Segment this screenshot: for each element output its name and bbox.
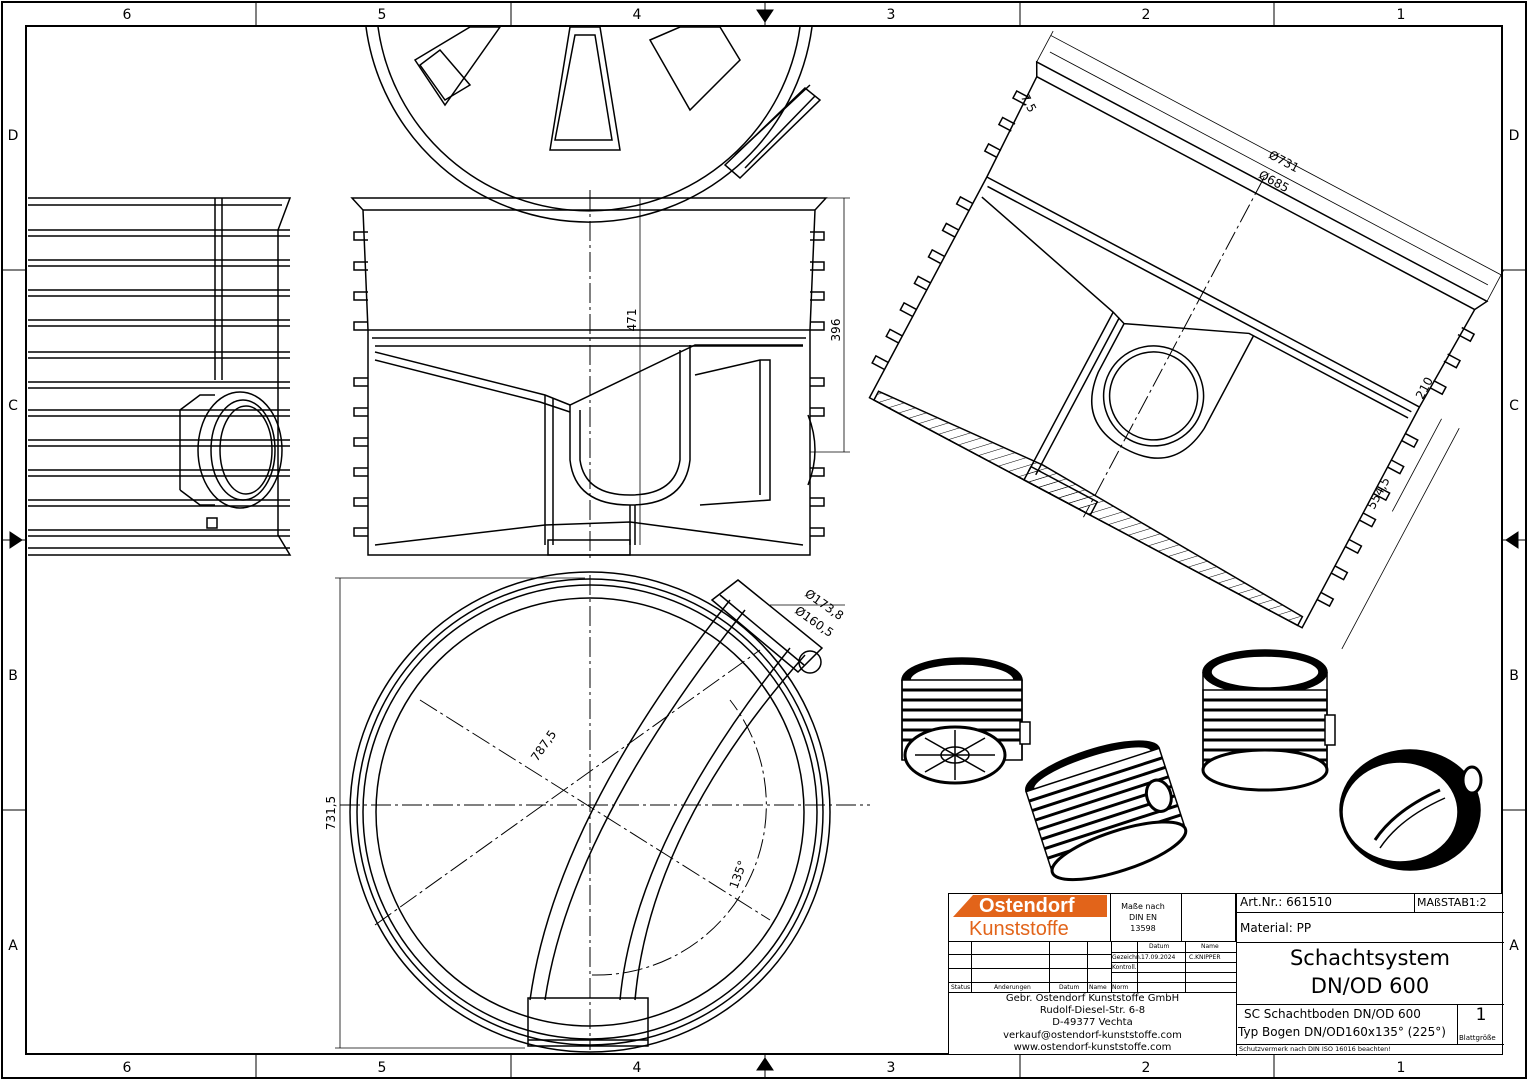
logo-mark-icon [953,895,973,917]
dim-diameter-685: Ø685 [1256,168,1291,196]
frame-col-3: 3 [887,7,896,23]
left-flanges [353,231,368,537]
company-email: verkauf@ostendorf-kunststoffe.com [1003,1029,1182,1041]
frame-col-5: 5 [378,7,387,23]
dim-7-5: 7,5 [1018,91,1039,114]
rib-lines [28,229,290,549]
sheet-number: 1 [1475,1005,1487,1025]
frame-col-3: 3 [887,1060,896,1076]
frame-col-4: 4 [633,1060,642,1076]
logo-subtitle: Kunststoffe [969,918,1069,940]
company-logo: Ostendorf Kunststoffe [949,894,1111,942]
rotated-right-flanges [1316,326,1476,608]
rev-date-label: Datum [1059,984,1080,991]
rev-name-label: Name [1089,984,1107,991]
sheet-size-label: Blattgröße [1459,1034,1496,1042]
drawn-date: 17.09.2024 [1141,954,1176,961]
frame-row-a: A [8,938,18,954]
frame-col-1: 1 [1397,1060,1406,1076]
frame-row-c: C [1509,398,1519,414]
protection-notice: Schutzvermerk nach DIN ISO 16016 beachte… [1239,1045,1391,1053]
logo-wordmark: Ostendorf [953,895,1107,917]
frame-row-b: B [8,668,18,684]
frame-col-4: 4 [633,7,642,23]
company-city: D-49377 Vechta [1052,1017,1133,1029]
frame-col-1: 1 [1397,7,1406,23]
iso-render-bottom-view [901,657,1031,785]
rotated-dimension-lines [1036,30,1504,650]
scale: MAßSTAB1:2 [1417,896,1487,909]
dim-787-5: 787,5 [528,728,559,764]
col-name-header: Name [1201,943,1219,950]
system-title: Schachtsystem DN/OD 600 [1236,944,1504,1000]
centering-marks [9,2,1519,1071]
right-flanges [810,231,825,537]
col-datum-header: Datum [1149,943,1170,950]
dim-210: 210 [1413,375,1436,402]
dim-471: 471 [625,309,639,332]
row-norm-label: Norm [1112,984,1129,991]
left-side-view [28,197,292,556]
frame-row-b: B [1509,668,1519,684]
frame-row-a: A [1509,938,1519,954]
iso-render-side-view [1025,740,1188,882]
plan-centerlines [340,575,870,1050]
standard-line-3: 13598 [1130,924,1156,933]
standard-line-1: Maße nach [1121,902,1165,911]
dim-diameter-731: Ø731 [1266,148,1301,176]
frame-column-labels-bottom: 6 5 4 3 2 1 [123,1060,1406,1076]
dim-396: 396 [829,319,843,342]
rev-status-label: Status [951,984,971,991]
standard-reference: Maße nach DIN EN 13598 [1111,894,1236,942]
frame-col-2: 2 [1142,1060,1151,1076]
description-line-2: Typ Bogen DN/OD160x135° (225°) [1238,1025,1446,1039]
iso-render-bend-view [1339,749,1483,871]
section-dimension-lines [639,197,850,545]
company-name: Gebr. Ostendorf Kunststoffe GmbH [1005,993,1180,1004]
top-partial-plan-view [365,26,822,223]
dim-731-5: 731,5 [324,796,338,830]
plan-dimension-lines [335,577,845,1049]
system-title-line-1: Schachtsystem [1289,946,1451,970]
frame-col-5: 5 [378,1060,387,1076]
description-line-1: SC Schachtboden DN/OD 600 [1244,1007,1421,1021]
frame-row-d: D [1509,128,1520,144]
frame-row-labels-right: D C B A [1509,128,1520,954]
rev-changes-label: Änderungen [994,984,1031,991]
company-address: Gebr. Ostendorf Kunststoffe GmbH Rudolf-… [949,993,1236,1055]
frame-col-6: 6 [123,7,132,23]
rotated-left-flanges [871,89,1030,371]
company-website: www.ostendorf-kunststoffe.com [1013,1041,1172,1053]
iso-render-top-view [1201,649,1336,792]
drawn-by: C.KNIPPER [1189,954,1221,961]
frame-col-6: 6 [123,1060,132,1076]
company-street: Rudolf-Diesel-Str. 6-8 [1039,1005,1146,1017]
title-block: Ostendorf Kunststoffe Maße nach DIN EN 1… [948,893,1504,1056]
row-gezeichnet-label: Gezeichn. [1112,954,1142,961]
frame-row-labels-left: D C B A [8,128,19,954]
frame-row-c: C [8,398,18,414]
frame-row-d: D [8,128,19,144]
section-view [350,197,828,556]
frame-column-labels-top: 6 5 4 3 2 1 [123,7,1406,23]
system-title-line-2: DN/OD 600 [1310,974,1430,998]
frame-col-2: 2 [1142,7,1151,23]
row-kontrolliert-label: Kontroll. [1112,964,1137,971]
rotated-section-view [868,30,1504,650]
article-number: Art.Nr.: 661510 [1240,895,1332,909]
standard-line-2: DIN EN [1128,913,1158,922]
material: Material: PP [1240,921,1312,935]
part-description: SC Schachtboden DN/OD 600 Typ Bogen DN/O… [1238,1005,1456,1041]
